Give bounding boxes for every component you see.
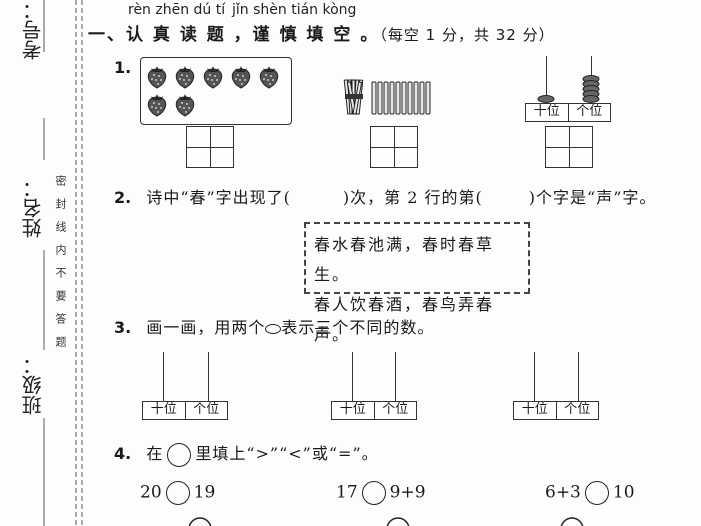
name-label: 姓名： — [21, 178, 45, 238]
comparison-3-right: 10 — [612, 482, 635, 503]
seal-line-text: 密封线内不要答题 — [54, 175, 67, 359]
pinyin-1: rèn zhēn dú tí — [128, 2, 226, 18]
abacus-1-tens-label: 十位 — [150, 402, 177, 417]
pinyin-2: jǐn shèn tián kòng — [232, 2, 357, 18]
question-2-number: 2. — [114, 188, 132, 207]
abacus-rod-tens — [546, 56, 547, 103]
question-2-text-a: 诗中“春”字出现了( — [146, 188, 291, 207]
class-label: 班级： — [21, 355, 45, 415]
binding-strip: 考号： 姓名： 班级： 密封线内不要答题 — [0, 0, 92, 526]
section-title-text: 一、认 真 读 题 ，谨 慎 填 空 。 — [88, 25, 380, 45]
comparison-item-2: 17 9+9 — [336, 481, 426, 505]
answer-grid-sticks[interactable] — [370, 126, 418, 168]
answer-circle-icon — [167, 442, 192, 467]
abacus-1-ones-label: 个位 — [184, 402, 228, 419]
poem-line-1: 春水春池满，春时春草生。 — [314, 235, 495, 284]
abacus-1-place-value-box[interactable]: 十位 个位 — [142, 401, 228, 420]
abacus-1-rod-ones — [208, 352, 209, 402]
answer-grid-abacus[interactable] — [545, 126, 593, 168]
abacus-3-rod-ones — [578, 352, 579, 402]
abacus-3-ones-label: 个位 — [555, 402, 599, 419]
strawberry-frame — [140, 57, 292, 125]
comparison-item-3: 6+3 10 — [545, 481, 635, 505]
abacus-place-value-box: 十位 个位 — [525, 103, 611, 122]
answer-grid-strawberries[interactable] — [186, 126, 234, 168]
abacus-3-rod-tens — [534, 352, 535, 402]
abacus-2-rod-ones — [395, 352, 396, 402]
question-4-number: 4. — [114, 444, 132, 463]
abacus-3-place-value-box[interactable]: 十位 个位 — [513, 401, 599, 420]
abacus-2-tens-label: 十位 — [339, 402, 366, 417]
comparison-1-circle[interactable] — [165, 481, 190, 505]
abacus-2-ones-label: 个位 — [373, 402, 417, 419]
ones-label: 个位 — [567, 104, 611, 121]
binding-strip-lines — [43, 0, 83, 526]
poem-line-2: 春人饮春酒，春鸟弄春声。 — [314, 295, 495, 344]
strawberries-illustration — [147, 65, 279, 117]
comparison-3-left: 6+3 — [545, 482, 581, 503]
question-2-text-b: )次，第 2 行的第( — [342, 188, 483, 207]
bead-symbol-icon — [265, 323, 282, 334]
question-4: 4. 在 里填上“>”“<”或“=”。 — [114, 440, 379, 467]
tens-label: 十位 — [533, 104, 560, 119]
abacus-3-tens-label: 十位 — [521, 402, 548, 417]
comparison-1-right: 19 — [193, 482, 216, 503]
counting-sticks-illustration — [343, 79, 431, 115]
question-1-number: 1. — [114, 58, 132, 77]
abacus-2-place-value-box[interactable]: 十位 个位 — [331, 401, 417, 420]
question-2-text-c: )个字是“声”字。 — [528, 188, 657, 207]
abacus-beads — [537, 75, 600, 103]
question-4-text-b: 里填上“>”“<”或“=”。 — [195, 444, 379, 463]
comparison-1-left: 20 — [140, 482, 162, 503]
question-3-text-a: 画一画，用两个 — [146, 318, 266, 337]
comparison-2-circle[interactable] — [361, 481, 386, 505]
exam-number-label: 考号： — [21, 0, 45, 60]
question-3-number: 3. — [114, 318, 132, 337]
section-title: 一、认 真 读 题 ，谨 慎 填 空 。（每空 1 分，共 32 分） — [88, 20, 555, 45]
abacus-2-rod-tens — [352, 352, 353, 402]
question-3: 3. 画一画，用两个表示三个不同的数。 — [114, 314, 434, 338]
comparison-2-left: 17 — [336, 482, 358, 503]
next-row-partial — [188, 517, 584, 526]
question-3-text-b: 表示三个不同的数。 — [281, 318, 435, 337]
question-4-text-a: 在 — [146, 444, 164, 463]
section-note: （每空 1 分，共 32 分） — [379, 26, 555, 44]
question-2: 2. 诗中“春”字出现了( )次，第 2 行的第( )个字是“声”字。 — [114, 184, 656, 208]
comparison-2-right: 9+9 — [389, 482, 426, 503]
comparison-3-circle[interactable] — [584, 481, 609, 505]
poem-box: 春水春池满，春时春草生。 春人饮春酒，春鸟弄春声。 — [304, 222, 530, 344]
abacus-1-rod-tens — [163, 352, 164, 402]
